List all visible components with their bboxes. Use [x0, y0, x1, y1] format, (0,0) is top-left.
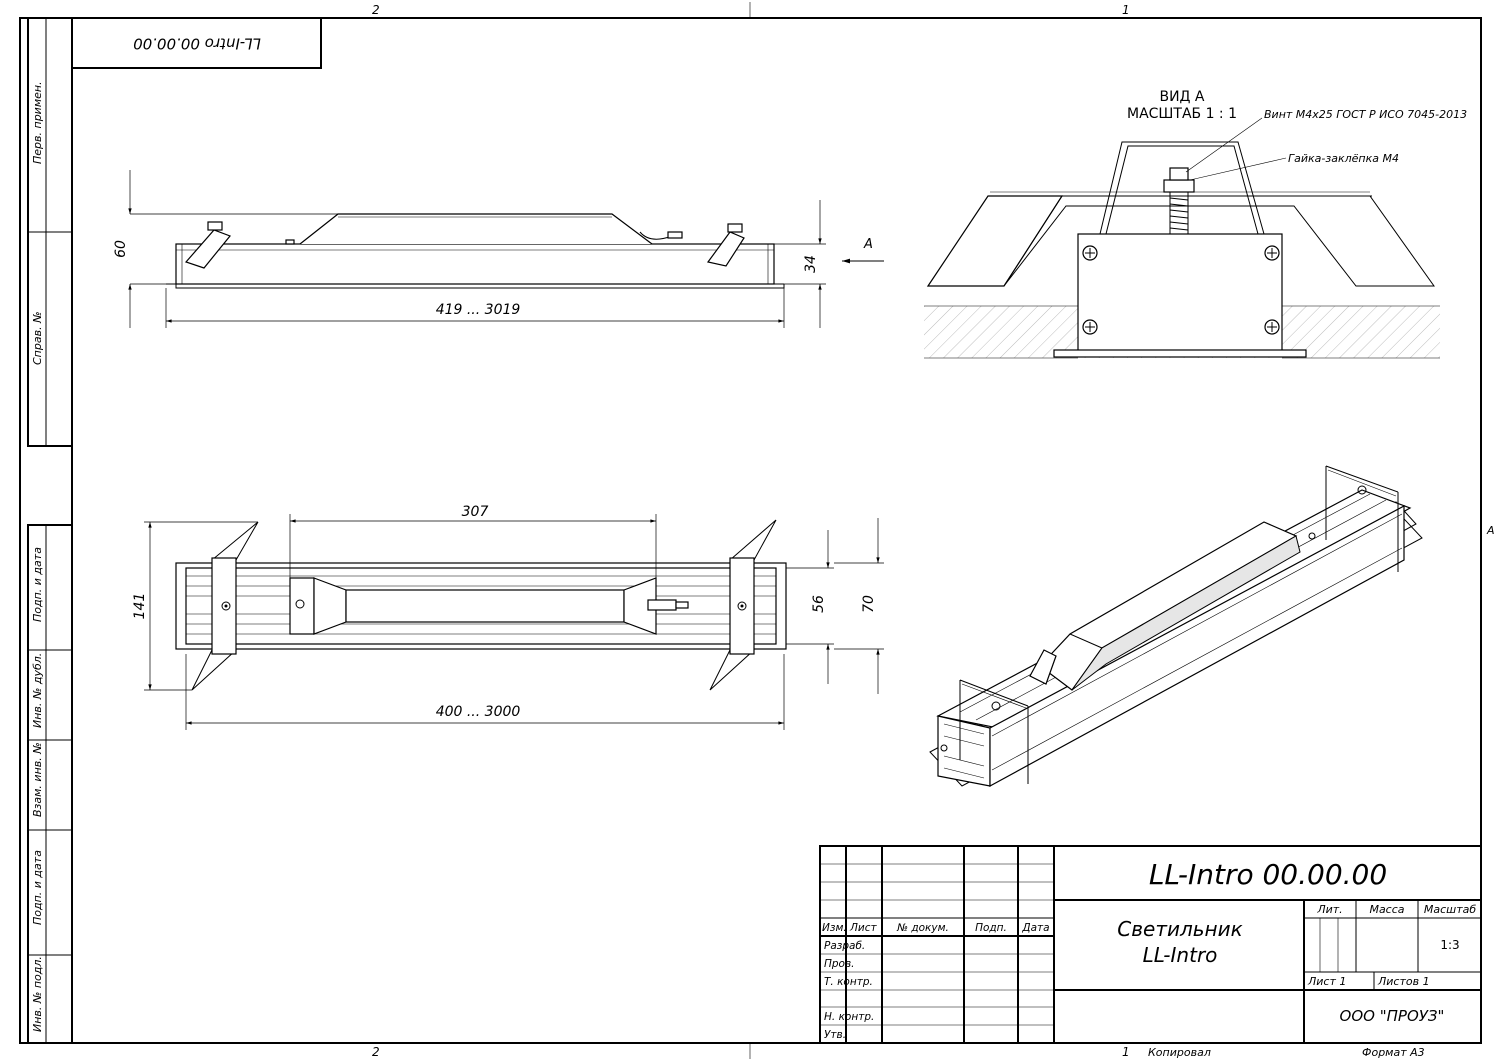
- side-dim-34: [774, 200, 826, 328]
- top-stamp-box: [71, 17, 322, 69]
- top-dim-56-label: 56: [811, 595, 827, 613]
- zone-right-side: A: [1486, 524, 1495, 537]
- sheet-label: Лист 1: [1307, 975, 1346, 988]
- row-label-prov: Пров.: [824, 958, 855, 970]
- zone-top-right: 1: [1122, 3, 1130, 17]
- side-dim-60: [128, 170, 338, 328]
- side-dim-60-label: 60: [113, 240, 129, 258]
- view-a-arrow-label: A: [863, 237, 873, 252]
- side-label-podp1: Подп. и дата: [31, 547, 44, 622]
- top-view: [175, 519, 787, 691]
- callout-nut: Гайка-заклёпка М4: [1288, 152, 1399, 165]
- top-dim-141-label: 141: [132, 593, 148, 620]
- side-dim-length-label: 419 ... 3019: [436, 302, 521, 318]
- row-label-utv: Утв.: [824, 1029, 846, 1041]
- col-header-izm: Изм.: [822, 922, 847, 934]
- footer-format: Формат А3: [1362, 1046, 1425, 1059]
- title-block: [819, 845, 1482, 1044]
- top-dim-307: [289, 514, 657, 578]
- side-label-podp2: Подп. и дата: [31, 850, 44, 925]
- lit-label: Лит.: [1316, 903, 1342, 916]
- scale-value: 1:3: [1440, 938, 1459, 952]
- top-dim-141: [144, 521, 258, 691]
- side-view: [166, 213, 785, 289]
- side-dim-length: [165, 288, 785, 328]
- side-label-inv-dubl: Инв. № дубл.: [31, 653, 44, 728]
- org-name: ООО "ПРОУЗ": [1340, 1007, 1445, 1025]
- title-name-line2: LL-Intro: [1143, 943, 1218, 967]
- detail-scale: МАСШТАБ 1 : 1: [1127, 106, 1237, 122]
- mass-label: Масса: [1369, 903, 1404, 916]
- scale-label: Масштаб: [1424, 903, 1476, 916]
- top-dim-307-label: 307: [462, 504, 489, 520]
- col-header-doc: № докум.: [896, 922, 949, 934]
- isometric-view: [929, 465, 1423, 788]
- col-header-data: Дата: [1021, 922, 1049, 934]
- col-header-podp: Подп.: [975, 922, 1007, 934]
- side-stamp-column: [27, 17, 73, 1044]
- row-label-nkontr: Н. контр.: [824, 1011, 874, 1023]
- side-label-inv-podl: Инв. № подл.: [31, 956, 44, 1032]
- top-dim-70-label: 70: [861, 595, 877, 613]
- top-dim-56: [786, 530, 834, 684]
- title-name-line1: Светильник: [1117, 917, 1242, 941]
- side-label-perv: Перв. примен.: [31, 81, 44, 164]
- zone-bottom-right: 1: [1122, 1045, 1130, 1059]
- col-header-list: Лист: [849, 922, 877, 934]
- detail-title: ВИД А: [1159, 89, 1204, 105]
- row-label-tkontr: Т. контр.: [824, 976, 873, 988]
- zone-bottom-left: 2: [372, 1045, 380, 1059]
- title-designation: LL-Intro 00.00.00: [1149, 858, 1387, 891]
- side-label-sprav: Справ. №: [31, 311, 44, 365]
- footer-copied: Копировал: [1148, 1046, 1211, 1059]
- top-dim-70: [834, 518, 884, 694]
- callout-screw: Винт М4х25 ГОСТ Р ИСО 7045-2013: [1264, 108, 1467, 121]
- side-label-vzam: Взам. инв. №: [31, 742, 44, 817]
- top-stamp-text: LL-Intro 00.00.00: [133, 35, 261, 53]
- top-dim-length: [185, 654, 785, 730]
- side-dim-34-label: 34: [803, 255, 819, 273]
- top-dim-length-label: 400 ... 3000: [436, 704, 521, 720]
- sheets-label: Листов 1: [1377, 975, 1430, 988]
- zone-top-left: 2: [372, 3, 380, 17]
- detail-view-a: [924, 117, 1440, 359]
- row-label-razrab: Разраб.: [824, 940, 865, 952]
